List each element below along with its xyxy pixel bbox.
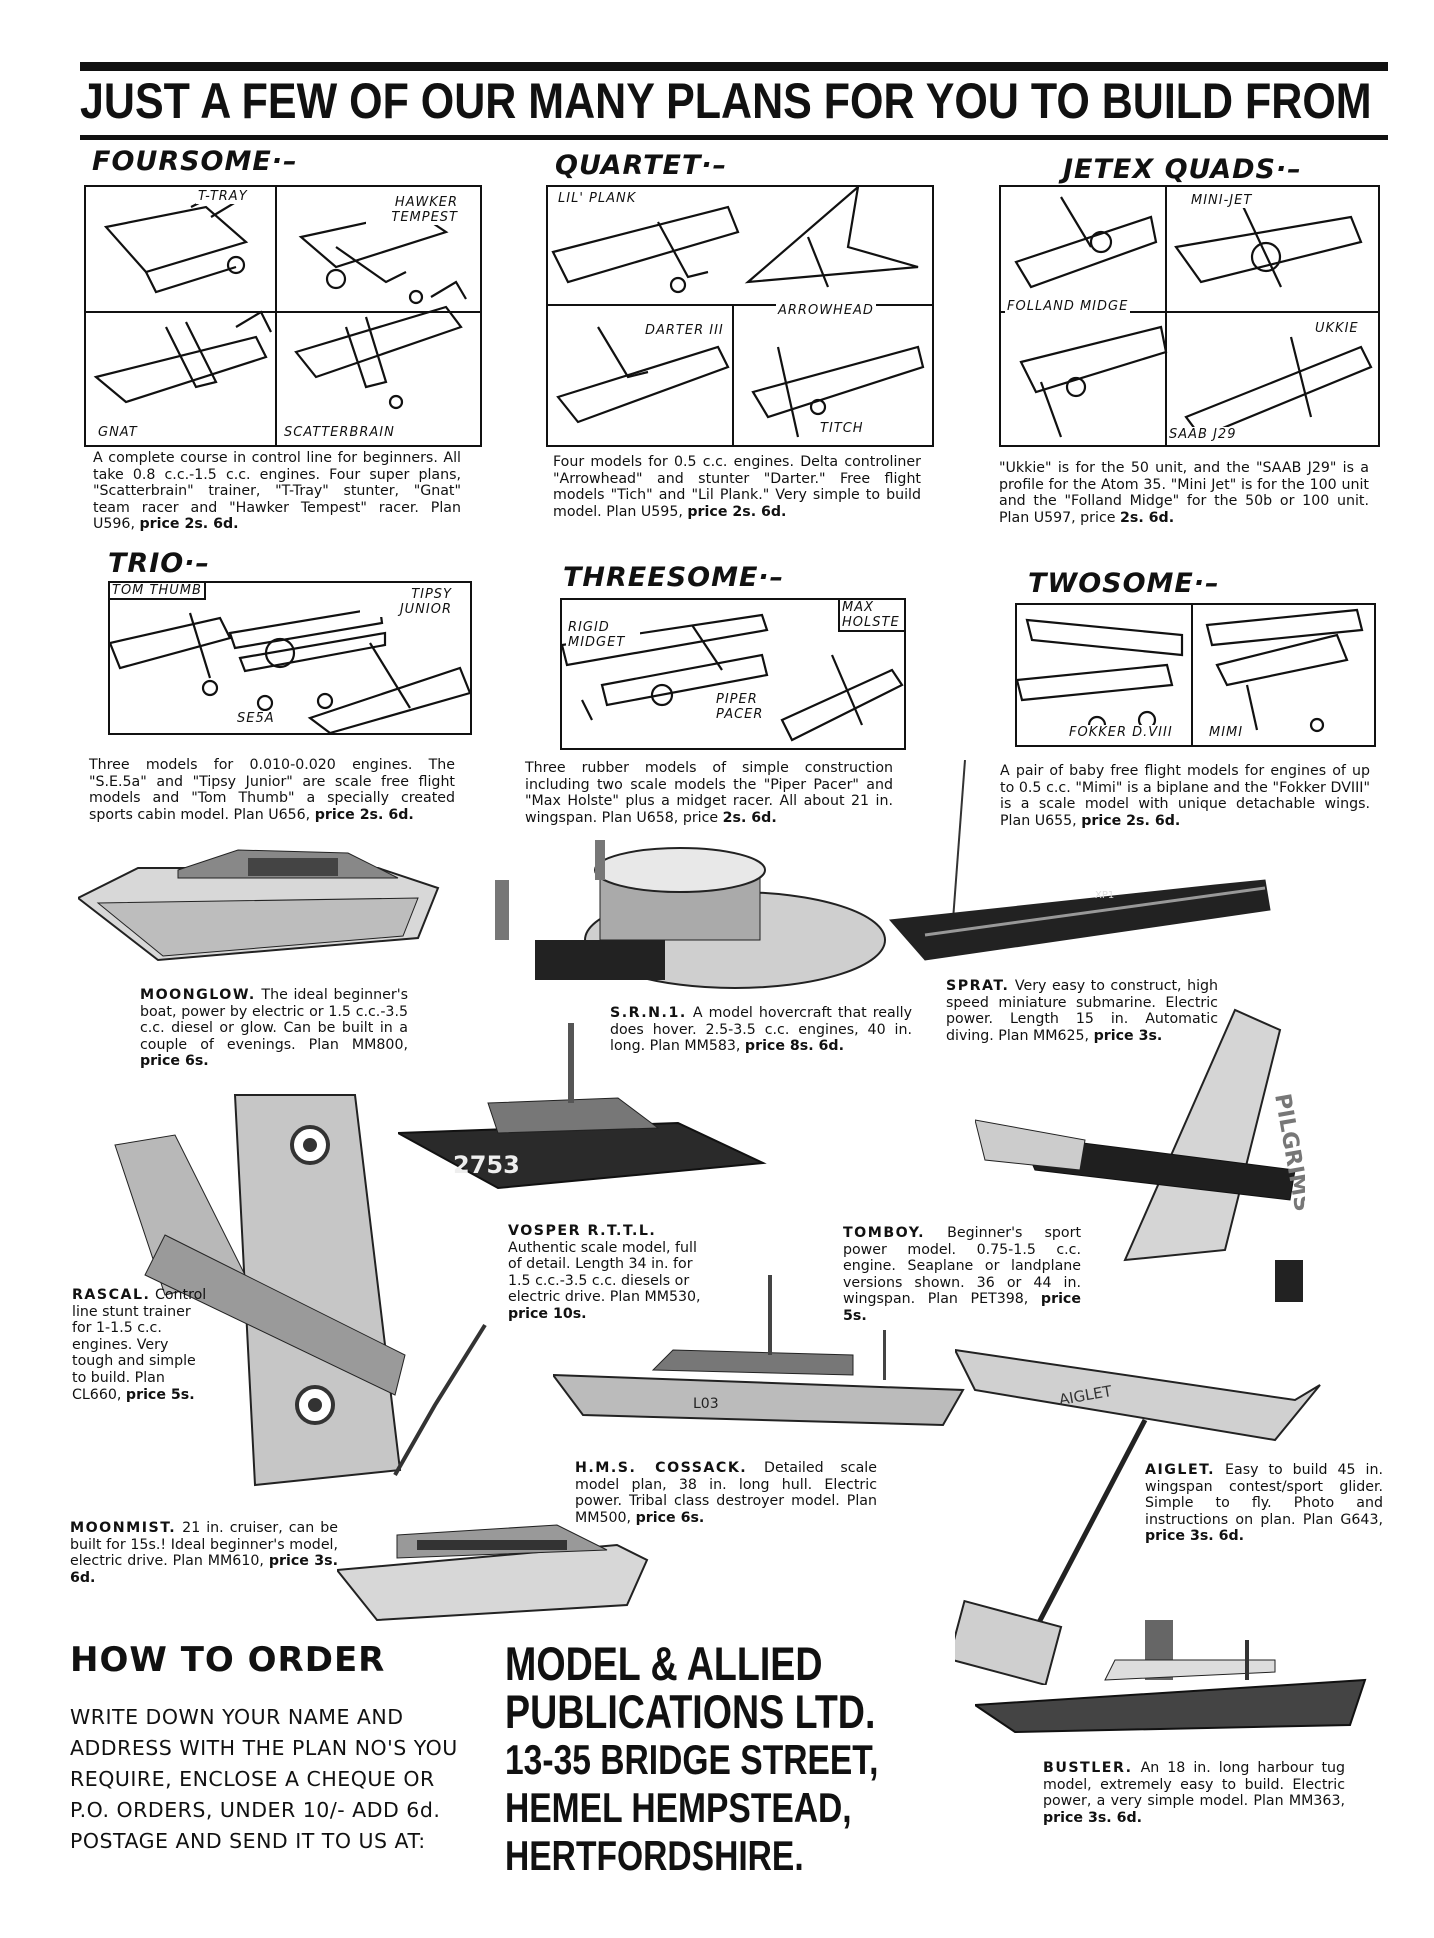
publisher-address: MODEL & ALLIED PUBLICATIONS LTD. 13-35 B…	[505, 1640, 878, 1880]
desc-tomboy: TOMBOY. Beginner's sport power model. 0.…	[843, 1225, 1082, 1324]
foursome-drawing	[86, 187, 480, 445]
desc-threesome: Three rubber models of simple constructi…	[525, 760, 893, 826]
desc-vosper: VOSPER R.T.T.L. Authentic scale model, f…	[508, 1223, 701, 1322]
plate-label: TOM THUMB	[110, 583, 206, 600]
tomboy-photo: PILGRIMS	[975, 1008, 1305, 1302]
cossack-pennant-number: L03	[693, 1396, 719, 1412]
set-title-quartet: QUARTET·–	[555, 150, 728, 181]
desc-srn1: S.R.N.1. A model hovercraft that really …	[610, 1005, 912, 1055]
cossack-photo: L03	[553, 1275, 965, 1427]
desc-cossack: H.M.S. COSSACK. Detailed scale model pla…	[575, 1460, 877, 1526]
publisher-name-line1: MODEL & ALLIED	[505, 1637, 823, 1690]
how-to-order-title: HOW TO ORDER	[70, 1640, 386, 1680]
desc-moonglow: MOONGLOW. The ideal beginner's boat, pow…	[140, 987, 408, 1070]
plate-label: TIPSY JUNIOR	[360, 587, 454, 617]
how-to-order-text: WRITE DOWN YOUR NAME AND ADDRESS WITH TH…	[70, 1705, 458, 1853]
desc-bustler: BUSTLER. An 18 in. long harbour tug mode…	[1043, 1760, 1346, 1826]
set-title-trio: TRIO·–	[108, 548, 210, 579]
plate-label: T-TRAY	[196, 189, 250, 204]
plate-quartet: LIL' PLANK ARROWHEAD DARTER III TITCH	[546, 185, 934, 447]
jetex-drawing	[1001, 187, 1378, 445]
plate-label: MAX HOLSTE	[838, 600, 904, 632]
headline-rule	[80, 135, 1388, 140]
vosper-photo: 2753	[398, 1023, 767, 1190]
plate-threesome: RIGID MIDGET MAX HOLSTE PIPER PACER	[560, 598, 906, 750]
plate-label: HAWKER TEMPEST	[366, 195, 460, 225]
plate-label: RIGID MIDGET	[566, 620, 640, 650]
address-street: 13-35 BRIDGE STREET,	[505, 1736, 879, 1783]
desc-moonmist: MOONMIST. 21 in. cruiser, can be built f…	[70, 1520, 338, 1586]
plate-label: UKKIE	[1313, 321, 1361, 336]
desc-foursome: A complete course in control line for be…	[93, 450, 461, 533]
desc-quartet: Four models for 0.5 c.c. engines. Delta …	[553, 454, 921, 520]
srn1-photo	[495, 840, 886, 989]
page-headline: JUST A FEW OF OUR MANY PLANS FOR YOU TO …	[80, 73, 1372, 129]
set-title-twosome: TWOSOME·–	[1028, 568, 1220, 599]
desc-jetex: "Ukkie" is for the 50 unit, and the "SAA…	[999, 460, 1369, 526]
set-title-foursome: FOURSOME·–	[92, 146, 298, 177]
plate-label: FOLLAND MIDGE	[1005, 299, 1131, 314]
plate-twosome: FOKKER D.VIII MIMI	[1015, 603, 1376, 747]
desc-aiglet: AIGLET. Easy to build 45 in. wingspan co…	[1145, 1462, 1383, 1545]
plate-label: SE5A	[235, 711, 277, 726]
threesome-drawing	[562, 613, 904, 742]
top-rule	[80, 62, 1388, 71]
plate-foursome: T-TRAY HAWKER TEMPEST GNAT SCATTERBRAIN	[84, 185, 482, 447]
set-title-threesome: THREESOME·–	[563, 562, 785, 593]
plate-label: FOKKER D.VIII	[1067, 725, 1175, 740]
plate-label: LIL' PLANK	[556, 191, 639, 206]
address-county: HERTFORDSHIRE.	[505, 1832, 804, 1879]
desc-rascal: RASCAL. Control line stunt trainer for 1…	[72, 1287, 207, 1403]
plate-label: SAAB J29	[1167, 427, 1239, 442]
publisher-name-line2: PUBLICATIONS LTD.	[505, 1685, 876, 1738]
twosome-drawing	[1017, 605, 1364, 745]
rascal-photo	[114, 1094, 487, 1487]
sprat-hull-number: XP1	[1095, 890, 1114, 901]
plate-label: PIPER PACER	[714, 692, 778, 722]
set-title-jetex: JETEX QUADS·–	[1063, 154, 1302, 185]
plate-label: SCATTERBRAIN	[282, 425, 397, 440]
plate-label: TITCH	[818, 421, 866, 436]
plate-label: DARTER III	[643, 323, 726, 338]
desc-trio: Three models for 0.010-0.020 engines. Th…	[89, 757, 455, 823]
plate-jetex: MINI-JET FOLLAND MIDGE UKKIE SAAB J29	[999, 185, 1380, 447]
vosper-hull-number: 2753	[453, 1151, 520, 1179]
desc-sprat: SPRAT. Very easy to construct, high spee…	[946, 978, 1219, 1044]
plate-label: MIMI	[1207, 725, 1246, 740]
trio-drawing	[110, 606, 470, 733]
address-town: HEMEL HEMPSTEAD,	[505, 1784, 852, 1831]
plate-label: ARROWHEAD	[776, 303, 876, 318]
desc-twosome: A pair of baby free flight models for en…	[1000, 763, 1370, 829]
quartet-drawing	[548, 187, 932, 445]
plate-label: MINI-JET	[1189, 193, 1255, 208]
aiglet-photo: AIGLET	[955, 1348, 1321, 1685]
plate-trio: TOM THUMB TIPSY JUNIOR SE5A	[108, 581, 472, 735]
bustler-photo	[975, 1620, 1367, 1734]
moonglow-photo	[78, 849, 440, 962]
plate-label: GNAT	[96, 425, 140, 440]
sprat-photo: XP1	[888, 760, 1271, 961]
moonmist-photo	[337, 1524, 649, 1622]
